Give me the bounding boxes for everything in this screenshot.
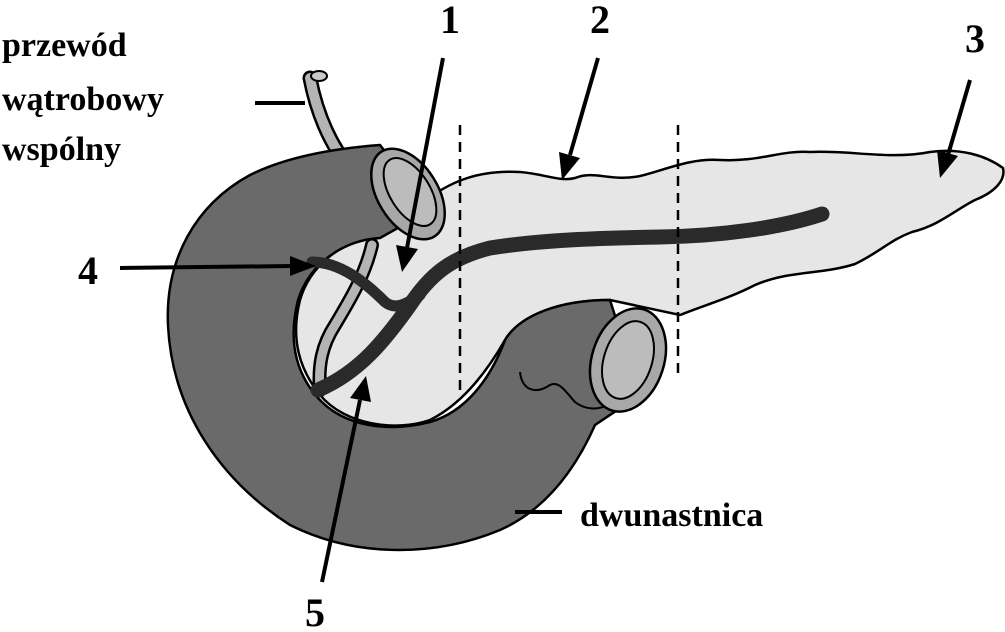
main-pancreatic-duct xyxy=(310,206,830,398)
duodenum-lower-opening xyxy=(588,307,668,413)
label-3: 3 xyxy=(965,16,985,61)
label-2: 2 xyxy=(590,0,610,42)
duodenum-fold xyxy=(519,371,609,410)
duodenum-label: dwunastnica xyxy=(580,497,763,534)
hepatic-duct-label-line2: wątrobowy xyxy=(2,81,164,118)
hepatic-duct-opening xyxy=(310,70,328,82)
label-1: 1 xyxy=(440,0,460,42)
arrow-3 xyxy=(937,79,972,178)
arrow-5 xyxy=(320,376,371,583)
arrow-4 xyxy=(119,256,316,276)
duodenum xyxy=(166,143,642,552)
hepatic-duct-label-line1: przewód xyxy=(2,27,127,64)
arrow-1 xyxy=(396,57,445,272)
label-4: 4 xyxy=(78,248,98,293)
label-5: 5 xyxy=(305,590,325,632)
duodenum-upper-opening xyxy=(370,147,446,241)
hepatic-duct-label-line3: wspólny xyxy=(2,131,121,168)
arrow-2 xyxy=(559,57,600,180)
